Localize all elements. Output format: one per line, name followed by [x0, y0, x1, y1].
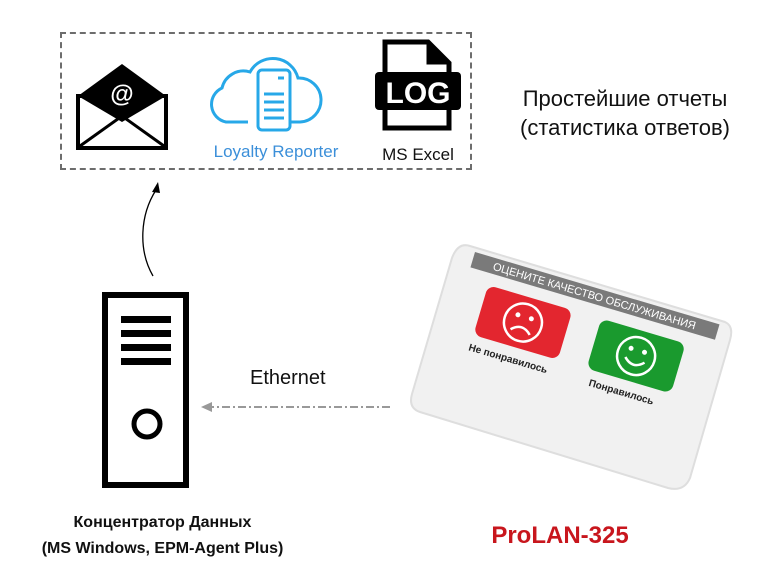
- reports-caption-line2: (статистика ответов): [520, 115, 730, 140]
- ms-excel-label: MS Excel: [382, 145, 454, 164]
- svg-text:@: @: [110, 81, 133, 108]
- reports-caption-line1: Простейшие отчеты: [522, 86, 728, 111]
- svg-text:LOG: LOG: [386, 77, 451, 110]
- device-name-label: ProLAN-325: [491, 522, 629, 549]
- server-tower-icon: [102, 292, 189, 488]
- upload-arrow: [142, 182, 160, 277]
- concentrator-line2: (MS Windows, EPM-Agent Plus): [41, 540, 284, 557]
- ethernet-arrow: [201, 402, 390, 412]
- ethernet-label: Ethernet: [250, 367, 326, 389]
- log-file-icon: LOG: [375, 39, 461, 131]
- concentrator-line1: Концентратор Данных: [73, 514, 252, 531]
- cloud-server-icon: [210, 56, 323, 132]
- loyalty-reporter-label: Loyalty Reporter: [213, 142, 339, 161]
- prolan-device: ОЦЕНИТЕ КАЧЕСТВО ОБСЛУЖИВАНИЯ Не понрави…: [410, 244, 733, 490]
- envelope-at-icon: @: [76, 64, 168, 150]
- reports-caption: Простейшие отчеты (статистика ответов): [500, 84, 750, 142]
- concentrator-caption: Концентратор Данных (MS Windows, EPM-Age…: [0, 510, 325, 562]
- reports-group-box: [60, 32, 472, 170]
